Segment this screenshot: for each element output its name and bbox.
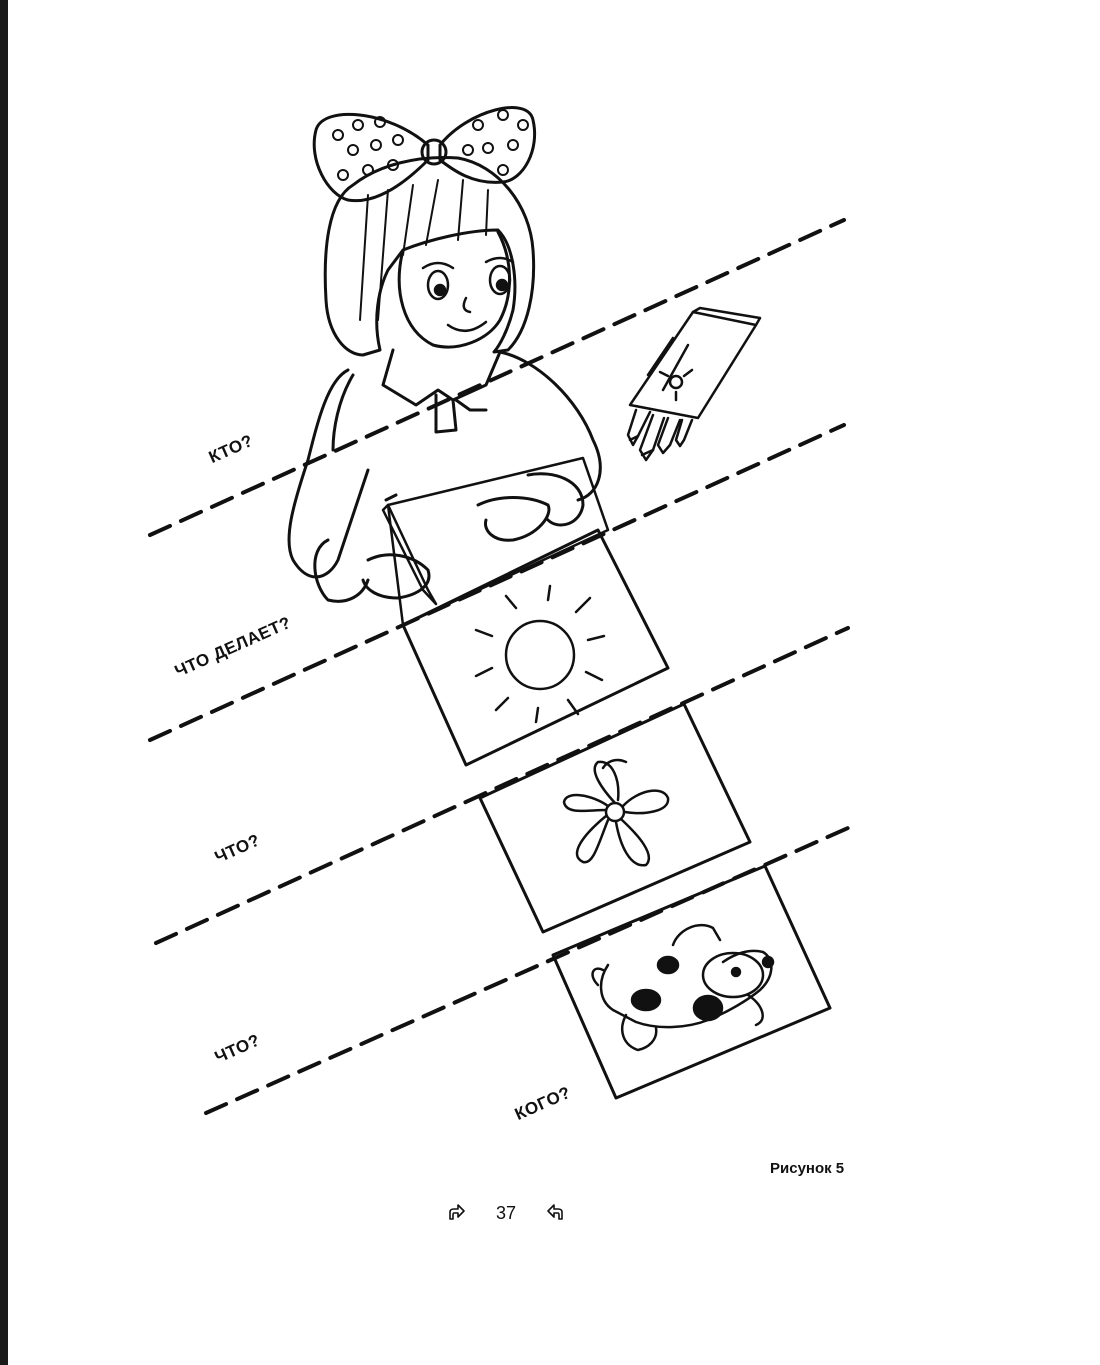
flower xyxy=(562,758,670,867)
arrow-prev-icon[interactable] xyxy=(446,1203,466,1223)
dashed-line-3 xyxy=(154,626,850,945)
mouth xyxy=(446,320,488,332)
nose xyxy=(462,296,472,314)
dog-card xyxy=(551,864,832,1100)
collar xyxy=(381,348,502,407)
right-hand xyxy=(476,496,551,542)
sun-card xyxy=(401,528,670,767)
hair-bow xyxy=(312,112,430,203)
arrow-next-icon[interactable] xyxy=(546,1203,566,1223)
dashed-line-1 xyxy=(148,218,846,537)
girl-figure xyxy=(287,106,602,606)
page-number: 37 xyxy=(495,1202,517,1223)
pencil-box xyxy=(626,306,762,462)
hair xyxy=(323,156,536,357)
illustration xyxy=(148,106,850,1115)
bow-dots xyxy=(332,109,529,181)
flower-card xyxy=(478,702,752,934)
left-hand xyxy=(361,553,431,600)
workbook-page: КТО? ЧТО ДЕЛАЕТ? ЧТО? ЧТО? КОГО? Рисунок… xyxy=(8,0,1100,1365)
left-sleeve-frill xyxy=(313,538,370,603)
dog xyxy=(591,923,775,1052)
right-sleeve-frill xyxy=(526,472,585,527)
drawing-paper xyxy=(386,456,610,627)
eyes xyxy=(421,256,515,301)
viewer-edge xyxy=(0,0,8,1365)
page-navigation: 37 xyxy=(446,1200,566,1226)
torso xyxy=(287,368,370,579)
sun xyxy=(504,619,576,691)
pencil xyxy=(381,503,438,606)
figure-caption: Рисунок 5 xyxy=(770,1160,845,1177)
